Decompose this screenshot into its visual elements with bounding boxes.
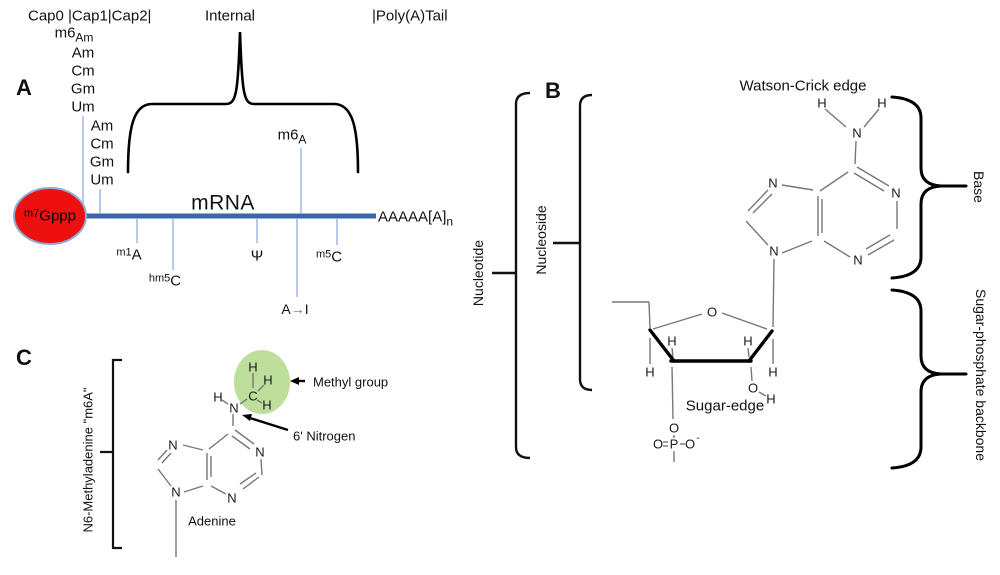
atom-label: O [684, 436, 696, 452]
atom-label: O [652, 436, 664, 452]
nucleotide-diagram-lines [492, 91, 968, 470]
atom-label: H [817, 95, 827, 111]
atom-label: O [668, 420, 680, 436]
mod-a-to-i: A→I [281, 301, 309, 317]
panel-c-letter: C [16, 345, 32, 370]
polya-tail-sequence: AAAAA[A]n [378, 208, 454, 229]
atom-label: N [229, 400, 239, 416]
atom-label: N [853, 252, 863, 268]
polya-label: |Poly(A)Tail [372, 7, 448, 25]
mod-cap1-gm: Gm [70, 80, 96, 98]
mod-m5c: m5C [315, 248, 343, 266]
atom-label: H [248, 359, 258, 375]
annotation-arrows [242, 377, 305, 432]
mod-psi: Ψ [250, 247, 264, 265]
m6a-diagram-lines [100, 350, 305, 557]
mod-cap2-cm: Cm [90, 135, 114, 153]
atom-label: O [747, 380, 759, 396]
nucleotide-label: Nucleotide [470, 239, 486, 307]
watson-crick-edge-label: Watson-Crick edge [739, 77, 867, 95]
atom-label: C [248, 388, 258, 404]
adenosine-bonds [612, 108, 898, 462]
atom-label: N [891, 185, 901, 201]
m6a-bracket [100, 358, 122, 550]
atom-label: H [743, 333, 753, 349]
atom-label: N [852, 125, 862, 141]
atom-label: H [667, 333, 677, 349]
atom-label: H [877, 95, 887, 111]
methyl-group-label: Methyl group [313, 374, 389, 390]
cap-positions-header: Cap0 |Cap1|Cap2| [28, 7, 152, 25]
atom-label: H [263, 372, 273, 388]
m6a-bracket-label: N6-Methyladenine "m6A" [80, 387, 96, 533]
atom-label: O [706, 304, 718, 320]
atom-label: H [213, 389, 223, 405]
nitrogen-label: 6' Nitrogen [293, 428, 356, 444]
mod-cap1-um: Um [71, 98, 95, 116]
atom-label: - [696, 433, 700, 444]
mrna-diagram-lines [13, 31, 376, 297]
internal-label: Internal [204, 7, 256, 25]
atom-label: H [768, 364, 778, 380]
mrna-label: mRNA [191, 191, 255, 215]
mod-cap1-cm: Cm [71, 62, 95, 80]
atom-label: N [769, 243, 779, 259]
atom-label: N [227, 490, 237, 506]
adenine-label: Adenine [188, 513, 236, 529]
mod-hm5c: hm5C [148, 272, 182, 290]
cap-ball-label: m7Gppp [24, 207, 76, 225]
m6a-bonds [157, 373, 265, 557]
mod-m6am: m6Am [54, 24, 94, 45]
base-brace [890, 95, 968, 280]
cap-ball [13, 187, 87, 245]
mod-cap2-um: Um [90, 171, 114, 189]
atom-label: N [171, 484, 181, 500]
atom-label: H [645, 364, 655, 380]
atom-label: N [168, 437, 178, 453]
atom-label: H [262, 397, 272, 413]
mod-cap1-am: Am [71, 44, 95, 62]
a-to-i-arrow-icon: → [290, 301, 305, 317]
nucleoside-bracket [553, 93, 593, 392]
panel-a-letter: A [16, 75, 32, 100]
atom-label: N [768, 175, 778, 191]
nucleotide-bracket [492, 91, 531, 460]
mod-m1a: m1A [116, 246, 142, 264]
backbone-brace [890, 288, 968, 470]
atom-label: P [669, 436, 679, 452]
mod-cap2-gm: Gm [89, 153, 115, 171]
sugar-edge-label: Sugar-edge [685, 397, 765, 415]
sugar-wedges [648, 328, 774, 363]
base-label: Base [971, 171, 987, 203]
internal-brace [126, 31, 360, 174]
mod-m6a: m6A [277, 126, 307, 147]
mod-cap2-am: Am [90, 117, 114, 135]
panel-b-letter: B [545, 78, 561, 103]
backbone-label: Sugar-phosphate backbone [973, 288, 989, 462]
atom-label: N [255, 444, 265, 460]
modification-ticks [82, 116, 338, 297]
nucleoside-label: Nucleoside [533, 205, 549, 275]
atom-label: H [766, 391, 776, 407]
methyl-highlight [234, 350, 290, 414]
